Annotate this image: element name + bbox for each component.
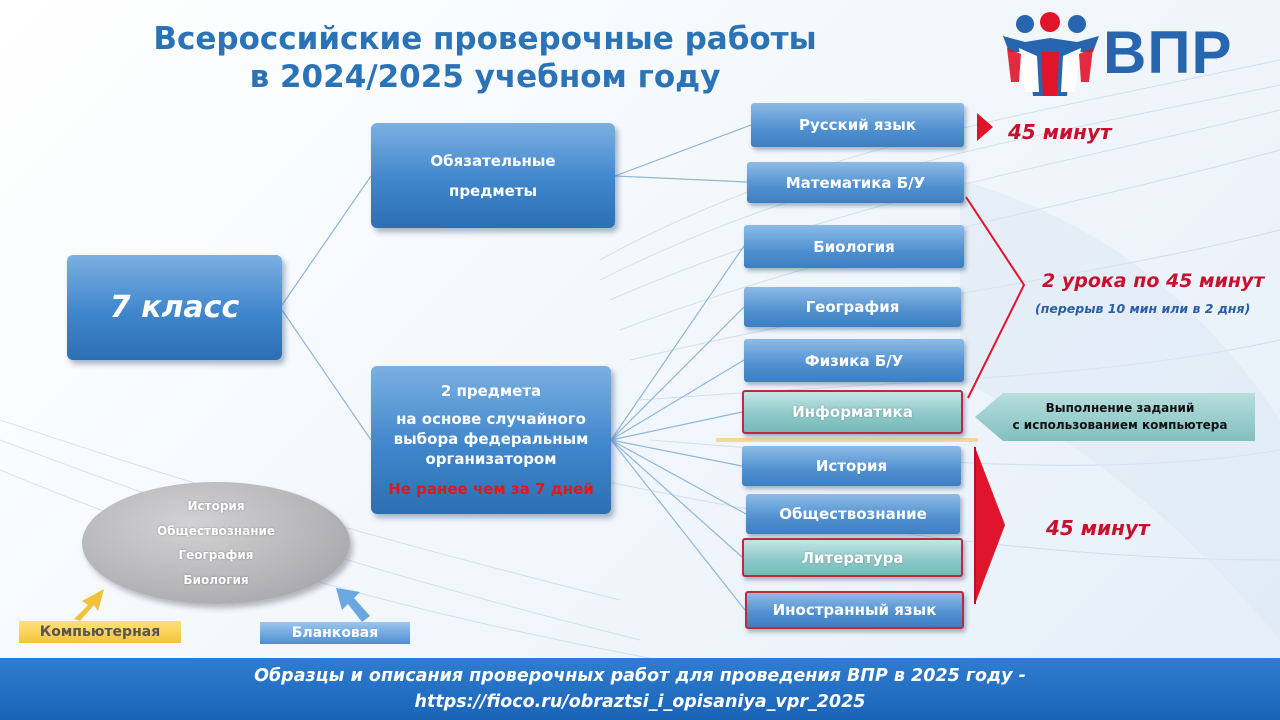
duration-humanities: 45 минут [1046,516,1150,540]
line-mandatory-math [614,175,748,183]
line-random-geo [610,306,745,441]
red-wedge-humanities [975,447,1005,604]
line-random-foreign [610,439,746,611]
line-random-soc [610,439,747,515]
random-line-1: 2 предмета [440,382,542,400]
footer-banner: Образцы и описания проверочных работ для… [0,658,1280,720]
ellipse-item-social: Обществознание [156,523,276,538]
computer-note-line-2: с использованием компьютера [1012,418,1228,432]
title-line-2: в 2024/2025 учебном году [249,59,721,95]
ellipse-item-history: История [187,499,245,513]
random-line-3: выбора федеральным [393,430,589,448]
mandatory-label-2: предметы [448,181,538,200]
arrow-up-left-icon [336,588,370,622]
duration-group: 2 урока по 45 минут [1042,270,1265,292]
format-subjects-ellipse: История Обществознание География Биологи… [82,482,350,604]
line-grade-random [281,309,372,441]
mandatory-subjects-box: Обязательные предметы [371,123,615,228]
random-deadline: Не ранее чем за 7 дней [388,480,594,498]
grade-label: 7 класс [109,290,240,325]
computer-note: Выполнение заданий с использованием комп… [995,400,1245,434]
subject-informatics: Информатика [742,390,963,434]
footer-line-1: Образцы и описания проверочных работ для… [254,666,1026,686]
ellipse-item-biology: Биология [183,572,249,587]
page-title: Всероссийские проверочные работы в 2024/… [80,20,890,96]
separator-line [716,438,978,442]
red-pointer-rus [977,113,993,141]
grade-box: 7 класс [67,255,282,360]
subject-foreign-language: Иностранный язык [745,591,964,629]
vpr-logo-icon [1003,12,1099,96]
red-bracket-group [965,196,1026,399]
line-mandatory-rus [614,124,752,177]
subject-history: История [742,446,961,486]
duration-group-note: (перерыв 10 мин или в 2 дня) [1035,301,1251,316]
arrow-up-right-icon [74,589,104,621]
mandatory-label-1: Обязательные [430,151,556,170]
subject-geography: География [744,287,961,327]
logo-text: ВПР [1103,19,1233,86]
random-line-2: на основе случайного [396,410,586,428]
format-paper-label: Бланковая [260,622,410,644]
line-random-inf [610,411,743,441]
title-line-1: Всероссийские проверочные работы [153,21,817,57]
subject-russian: Русский язык [751,103,964,147]
footer-link[interactable]: https://fioco.ru/obraztsi_i_opisaniya_vp… [414,692,866,712]
computer-note-arrow-icon [975,393,1255,441]
ellipse-item-geography: География [178,548,254,562]
line-random-phys [610,359,745,441]
line-random-bio [610,245,745,441]
line-random-hist [610,439,743,467]
subject-social-studies: Обществознание [746,494,960,534]
subject-physics: Физика Б/У [744,339,964,382]
computer-note-line-1: Выполнение заданий [1045,401,1195,415]
subject-biology: Биология [744,225,964,268]
subject-literature: Литература [742,538,963,577]
format-computer-label: Компьютерная [19,621,181,643]
duration-russian: 45 минут [1008,120,1112,144]
line-grade-mandatory [281,175,372,306]
subject-math: Математика Б/У [747,162,964,203]
random-line-4: организатором [425,450,557,468]
random-subjects-box: 2 предмета на основе случайного выбора ф… [371,366,611,514]
line-random-lit [610,439,743,558]
